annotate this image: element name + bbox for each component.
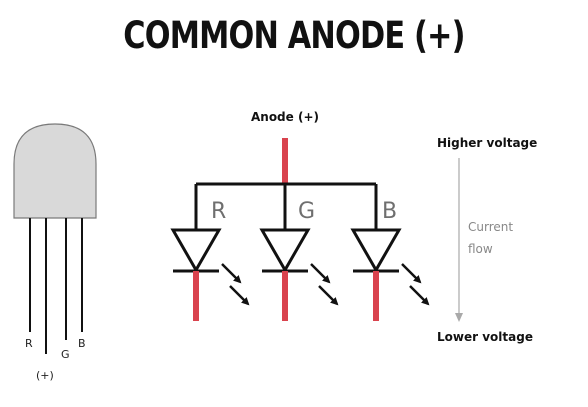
diode-b: B [350,184,430,321]
pin-label-b: B [78,337,86,350]
rgb-led-illustration: R (+) G B [13,123,97,382]
diode-b-triangle [350,228,402,274]
emission-arrow [310,263,331,284]
flow-label: flow [468,242,493,256]
lower-voltage-label: Lower voltage [437,330,533,344]
current-label: Current [468,220,513,234]
diode-r-label: R [211,199,226,224]
emission-arrow [318,285,339,306]
diode-r: R [170,184,250,321]
diode-g-label: G [298,199,315,224]
diode-r-triangle [170,228,222,274]
anode-schematic: Anode (+) R G B [170,110,430,321]
higher-voltage-label: Higher voltage [437,136,537,150]
emission-arrow [229,285,250,306]
emission-arrow [409,285,430,306]
diode-g: G [259,184,339,321]
emission-arrow [401,263,422,284]
diode-b-label: B [382,199,397,224]
page-title: COMMON ANODE (+) [123,14,465,57]
current-flow-indicator: Higher voltage Current flow Lower voltag… [437,136,537,344]
diode-g-triangle [259,228,311,274]
current-flow-arrowhead [455,313,463,322]
emission-arrow [221,263,242,284]
pin-label-plus: (+) [36,369,54,382]
pin-label-g: G [61,348,70,361]
pin-label-r: R [25,337,33,350]
led-dome [13,123,97,219]
anode-label: Anode (+) [251,110,319,124]
